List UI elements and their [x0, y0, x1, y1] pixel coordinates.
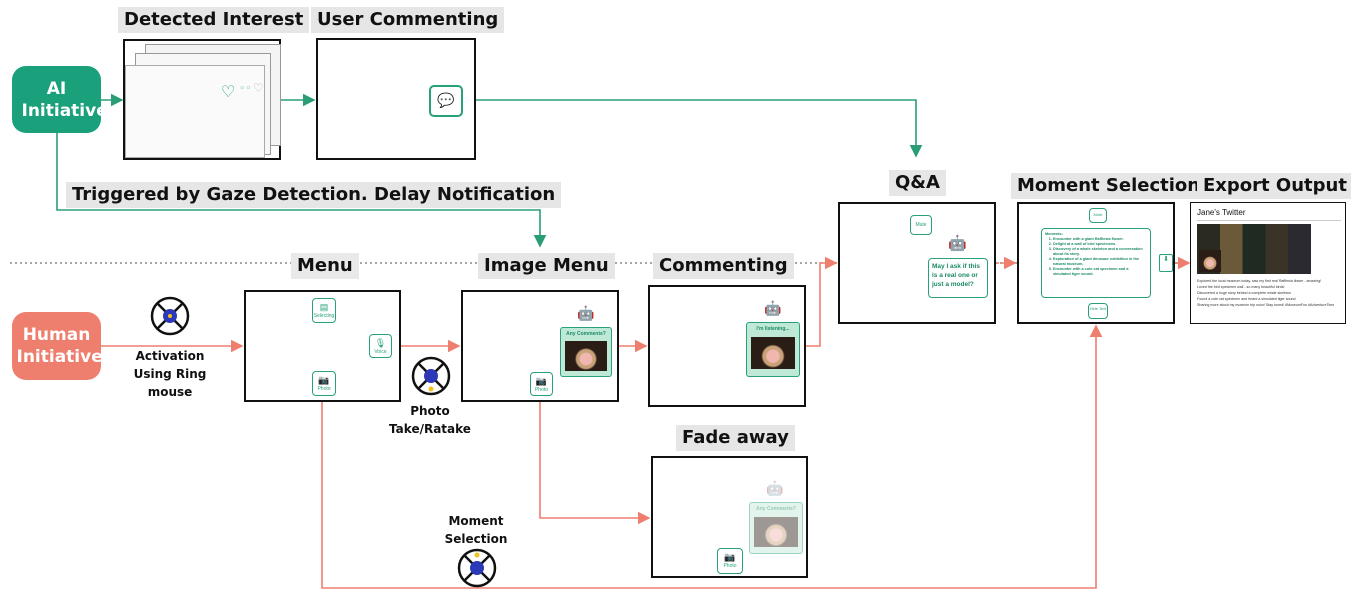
ring-mouse-icon: [150, 296, 190, 336]
title-moment-selection: Moment Selection: [1011, 173, 1207, 199]
ring-mouse-icon: [411, 356, 451, 396]
export-post: Sharing more about my museum trip soon! …: [1197, 303, 1335, 307]
voice-button[interactable]: 🎙Voice: [369, 334, 392, 358]
captured-photo: [751, 337, 795, 369]
caption-photo: Photo Take/Ratake: [389, 404, 471, 436]
moments-list-panel: Moments: Encounter with a giant Rafflesi…: [1041, 228, 1151, 298]
commenting-frame: 🤖 I'm listening...: [648, 285, 806, 407]
robot-chat-icon: 🤖: [764, 300, 782, 316]
selecting-button[interactable]: ▤Selecting: [312, 298, 336, 323]
moment-selection-frame: Mute Moments: Encounter with a giant Raf…: [1017, 202, 1175, 324]
any-comments-label: Any Comments?: [566, 331, 606, 337]
any-comments-card: Any Comments?: [560, 327, 612, 377]
document-icon: ▤: [319, 302, 329, 312]
arrow-menu-to-moment-selection: [321, 324, 1103, 589]
caption-moment-selection: Moment Selection: [444, 514, 508, 546]
any-comments-card-faded: Any Comments?: [749, 502, 803, 554]
title-trigger-note: Triggered by Gaze Detection. Delay Notif…: [66, 182, 562, 208]
captured-photo: [565, 341, 607, 371]
caption-activation: Activation Using Ring mouse: [133, 349, 207, 399]
fade-away-frame: 🤖 Any Comments? 📷Photo: [651, 456, 808, 578]
arrow-user-commenting-to-qa: [476, 99, 923, 158]
listening-card: I'm listening...: [746, 322, 800, 377]
ai-initiative-node: AI Initiative: [12, 66, 108, 133]
robot-icon: 🤖: [948, 235, 967, 252]
title-detected-interest: Detected Interest: [118, 7, 310, 33]
mute-button[interactable]: Mute: [910, 215, 932, 235]
moments-heading: Moments:: [1045, 232, 1063, 236]
any-comments-label: Any Comments?: [756, 506, 796, 512]
title-menu: Menu: [291, 253, 359, 279]
title-image-menu: Image Menu: [478, 253, 615, 279]
export-output-frame: Jane's Twitter Explored the local museum…: [1190, 202, 1346, 324]
title-qa: Q&A: [889, 170, 946, 196]
robot-chat-icon: 💬: [429, 85, 463, 117]
qa-frame: Mute 🤖 May I ask if this is a real one o…: [838, 202, 996, 324]
image-menu-frame: 🤖 Any Comments? 📷Photo: [461, 290, 619, 402]
export-post: Discovered a huge story behind a complet…: [1197, 291, 1291, 295]
export-post: Loved the bird specimen wall - so many b…: [1197, 285, 1285, 289]
export-photo-grid: [1197, 224, 1311, 274]
hide-text-button[interactable]: Hide Text: [1088, 303, 1108, 319]
export-post: Explored the local museum today, saw my …: [1197, 279, 1322, 283]
export-post: Found a cute cat specimen and heard a si…: [1197, 297, 1296, 301]
gaze-dots-icon: ∘∘: [239, 83, 252, 94]
photo-button[interactable]: 📷Photo: [717, 548, 743, 574]
export-posts: Explored the local museum today, saw my …: [1197, 278, 1341, 308]
export-title: Jane's Twitter: [1197, 208, 1246, 217]
camera-icon: 📷: [535, 376, 548, 386]
robot-icon: 🤖: [577, 305, 595, 321]
qa-speech-bubble: May I ask if this is a real one or just …: [928, 258, 988, 298]
photo-button[interactable]: 📷Photo: [530, 372, 553, 396]
camera-icon: 📷: [724, 552, 736, 562]
title-commenting: Commenting: [653, 253, 794, 279]
user-commenting-frame: 💬: [316, 38, 476, 160]
title-export-output: Export Output: [1197, 173, 1351, 199]
human-initiative-label: Human Initiative: [16, 325, 103, 367]
menu-frame: ▤Selecting 🎙Voice 📷Photo: [244, 290, 401, 402]
camera-icon: 📷: [318, 375, 330, 385]
download-button[interactable]: ⬇: [1159, 254, 1173, 272]
moment-item[interactable]: Exploration of a giant dinosaur exhibiti…: [1053, 257, 1147, 267]
moments-list: Encounter with a giant Rafflesia flower.…: [1045, 237, 1147, 277]
moment-item[interactable]: Encounter with a cute cat specimen and a…: [1053, 267, 1147, 277]
detected-interest-frame: ♡ ∘∘ ♡: [123, 39, 281, 160]
download-icon: ⬇: [1163, 256, 1169, 263]
moment-item[interactable]: Discovery of a whale skeleton and a conv…: [1053, 247, 1147, 257]
moment-item[interactable]: Delight at a wall of bird specimens.: [1053, 242, 1147, 247]
mute-button[interactable]: Mute: [1089, 208, 1107, 223]
microphone-icon: 🎙: [374, 338, 387, 348]
captured-photo: [754, 517, 798, 547]
photo-button[interactable]: 📷Photo: [312, 371, 336, 396]
arrow-ai-to-image-menu: [56, 133, 547, 248]
moment-item[interactable]: Encounter with a giant Rafflesia flower.: [1053, 237, 1147, 242]
heart-icon: ♡: [221, 84, 236, 101]
ai-initiative-label: AI Initiative: [21, 78, 108, 121]
robot-icon: 🤖: [766, 480, 784, 496]
title-fade-away: Fade away: [676, 425, 795, 451]
arrow-image-menu-to-fade: [539, 402, 651, 525]
human-initiative-node: Human Initiative: [12, 312, 103, 380]
heart-outline-icon: ♡: [253, 81, 264, 95]
listening-label: I'm listening...: [756, 326, 790, 332]
arrow-commenting-to-qa: [806, 256, 838, 347]
title-user-commenting: User Commenting: [311, 7, 505, 33]
ring-mouse-icon: [457, 548, 497, 588]
